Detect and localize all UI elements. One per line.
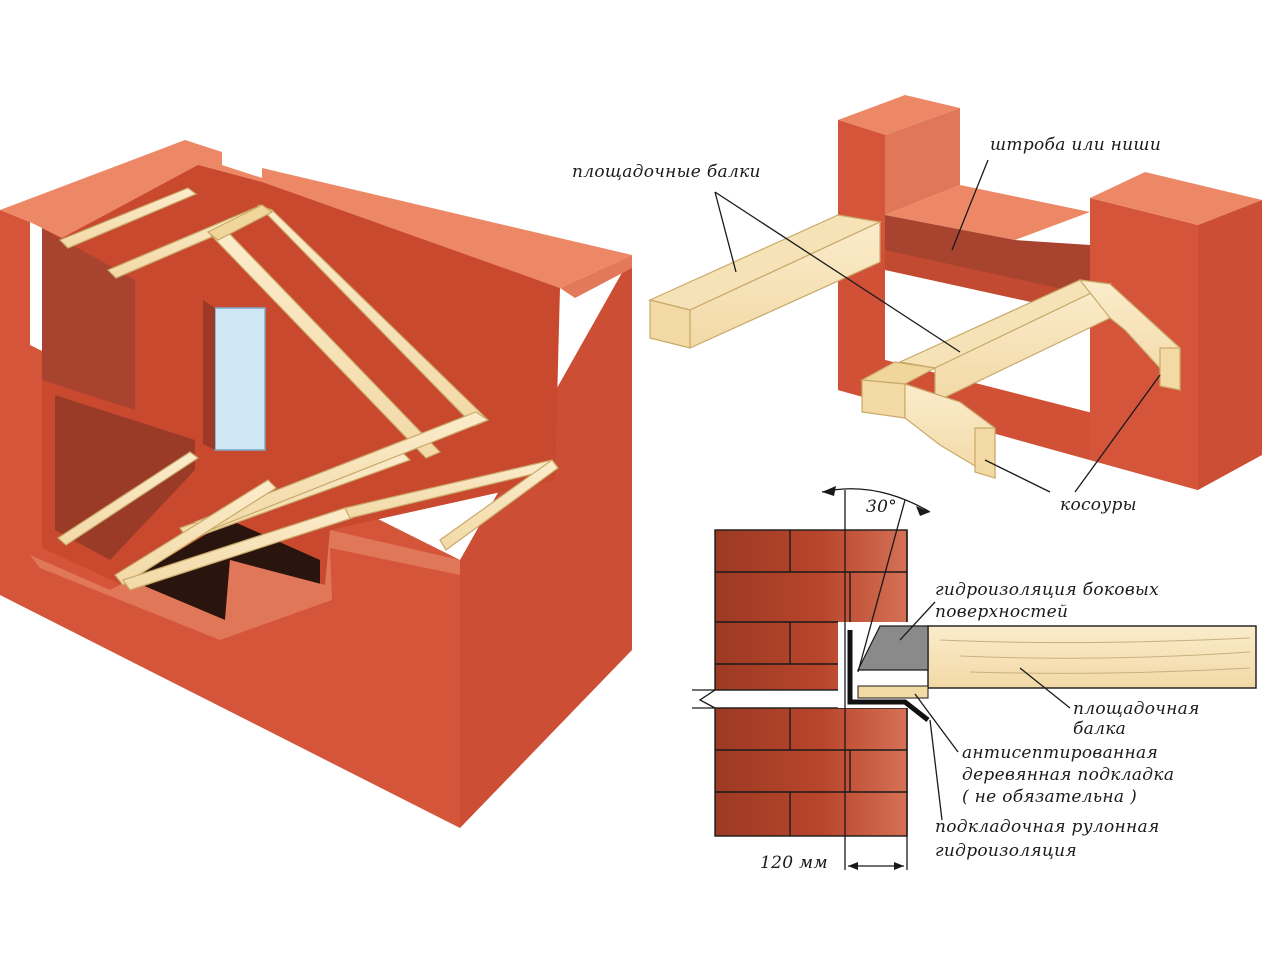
label-landing-beam-1: площадочная — [1073, 699, 1200, 719]
break-line — [692, 689, 718, 709]
angle-ray — [857, 499, 906, 673]
label-roll-waterproofing-1: подкладочная рулонная — [935, 817, 1160, 837]
beam-top-cross — [206, 204, 274, 241]
label-roll-waterproofing-2: гидроизоляция — [935, 841, 1077, 861]
inner-ledge-rim — [30, 530, 460, 640]
landing-beam-end — [649, 299, 691, 349]
stair-opening-shadow — [130, 520, 320, 620]
wall-with-beams-view — [648, 95, 1262, 490]
wood-grain — [939, 637, 1251, 674]
leader-stringers-a — [984, 459, 1051, 493]
beam-top-left-1 — [58, 187, 198, 249]
stairwell-3d-view — [0, 140, 632, 828]
leader-chase — [951, 159, 989, 251]
stringer-low-1 — [114, 479, 277, 586]
leader-side-waterproofing — [899, 601, 936, 641]
label-wood-pad-2: деревянная подкладка — [962, 765, 1174, 785]
wall-middle-top — [885, 185, 1090, 240]
leader-landing-beams-b — [714, 191, 961, 353]
arrow-head-left — [848, 862, 858, 870]
wall-top-rim-right — [560, 255, 632, 298]
wood-pad — [857, 685, 929, 699]
roll-waterproofing — [847, 630, 930, 722]
angle-arrow-right — [916, 506, 930, 516]
label-wood-pad-3: ( не обязательна ) — [962, 787, 1137, 807]
window — [214, 307, 266, 451]
landing-beam-top — [648, 214, 883, 349]
arrow-head-right — [894, 862, 904, 870]
stringer-left-leg-end — [974, 427, 996, 479]
leader-roll-waterproofing — [929, 719, 943, 821]
labels: площадочные балки штроба или ниши косоур… — [572, 135, 1200, 873]
pillar-left-top — [838, 95, 960, 135]
stringer-left-front — [861, 379, 906, 419]
beam-left-lower — [57, 451, 200, 546]
label-side-waterproofing-2: поверхностей — [935, 602, 1068, 622]
label-landing-beam-2: балка — [1073, 719, 1126, 739]
wall-back-inner-face — [42, 158, 560, 630]
label-angle: 30° — [866, 497, 897, 517]
beam-support-section — [692, 486, 1257, 870]
wall-right-side-face — [460, 255, 632, 828]
leader-landing-beam — [1019, 667, 1071, 709]
label-chase-or-niches: штроба или ниши — [990, 135, 1161, 155]
label-depth: 120 мм — [760, 853, 828, 873]
window-reveal — [203, 300, 215, 450]
pillar-right-top — [1090, 172, 1262, 225]
brick-wall-section — [714, 529, 908, 837]
pillar-left-side — [885, 108, 960, 215]
label-wood-pad-1: антисептированная — [962, 743, 1158, 763]
angle-arrow-left — [822, 486, 836, 496]
left-wooden-beams — [57, 187, 560, 591]
label-side-waterproofing-1: гидроизоляция боковых — [935, 580, 1159, 600]
pillar-right-side — [1198, 200, 1262, 490]
beam-right-front — [439, 459, 559, 551]
leader-stringers-b — [1074, 374, 1161, 493]
label-landing-beams: площадочные балки — [572, 162, 761, 182]
leader-lines — [714, 159, 1161, 821]
stringer-frame — [859, 279, 1181, 480]
wall-top-rim — [0, 140, 632, 288]
brick-wall-lower — [714, 707, 908, 837]
leader-landing-beams-a — [714, 191, 737, 273]
label-stringers: косоуры — [1060, 495, 1137, 515]
chase-inner — [885, 215, 1090, 300]
leader-wood-pad — [914, 693, 959, 753]
stringer-right-leg-end — [1159, 347, 1181, 391]
side-waterproofing — [857, 625, 929, 671]
